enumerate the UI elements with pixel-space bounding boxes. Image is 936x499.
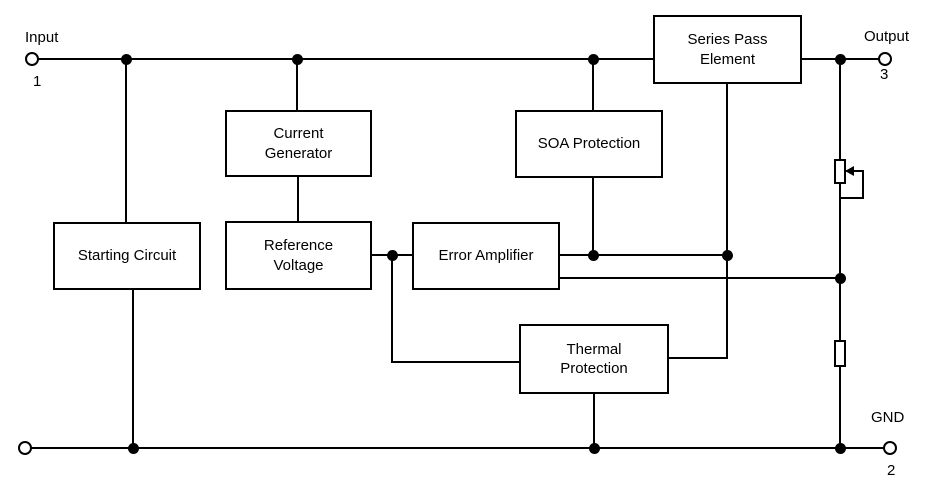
block-reference-voltage: Reference Voltage xyxy=(225,221,372,290)
wire-wiper-bottom xyxy=(841,197,864,199)
wire-input-to-current-generator xyxy=(296,59,298,111)
wire-thermal-to-series-pass xyxy=(668,357,728,359)
wire-ground-rail xyxy=(31,447,884,449)
wire-error-amp-to-divider xyxy=(560,277,841,279)
wiper-arrow-icon xyxy=(845,166,854,176)
junction-dot xyxy=(386,249,398,261)
wire-divider-to-ground xyxy=(839,365,841,448)
junction-dot xyxy=(834,272,846,284)
junction-dot xyxy=(834,442,846,454)
junction-dot xyxy=(120,53,132,65)
wire-series-pass-drive xyxy=(726,83,728,359)
output-pin-number: 3 xyxy=(880,66,889,83)
wire-starting-circuit-to-ground xyxy=(132,289,134,448)
wire-input-to-starting-circuit xyxy=(125,59,127,223)
wire-reference-node-down xyxy=(391,255,393,363)
ground-left-terminal-circle xyxy=(18,441,32,455)
input-terminal-circle xyxy=(25,52,39,66)
junction-dot xyxy=(291,53,303,65)
wire-input-rail xyxy=(37,58,655,60)
block-error-amplifier: Error Amplifier xyxy=(412,222,560,290)
wire-thermal-to-ground xyxy=(593,393,595,448)
block-starting-circuit: Starting Circuit xyxy=(53,222,201,290)
junction-dot xyxy=(588,442,600,454)
output-terminal-circle xyxy=(878,52,892,66)
ground-pin-number: 2 xyxy=(887,462,896,479)
wire-output-to-adjustable-resistor xyxy=(839,59,841,160)
wire-current-generator-to-reference xyxy=(297,176,299,222)
block-series-pass-element: Series Pass Element xyxy=(653,15,802,84)
junction-dot xyxy=(587,53,599,65)
block-thermal-protection: Thermal Protection xyxy=(519,324,669,394)
junction-dot xyxy=(834,53,846,65)
wire-soa-to-error-amp-line xyxy=(592,176,594,256)
input-pin-number: 1 xyxy=(33,73,42,90)
junction-dot xyxy=(721,249,733,261)
ground-label: GND xyxy=(871,409,905,426)
ground-terminal-circle xyxy=(883,441,897,455)
fixed-resistor-symbol xyxy=(834,340,846,367)
wire-wiper-right xyxy=(862,170,864,199)
input-label: Input xyxy=(25,29,59,46)
wire-divider-middle xyxy=(839,182,841,342)
junction-dot xyxy=(127,442,139,454)
wire-input-to-soa xyxy=(592,59,594,111)
output-label: Output xyxy=(864,28,910,45)
junction-dot xyxy=(587,249,599,261)
wire-wiper-top xyxy=(846,170,863,172)
wire-error-amp-to-series-pass xyxy=(560,254,728,256)
wire-reference-node-to-thermal xyxy=(391,361,520,363)
block-soa-protection: SOA Protection xyxy=(515,110,663,178)
block-current-generator: Current Generator xyxy=(225,110,372,177)
